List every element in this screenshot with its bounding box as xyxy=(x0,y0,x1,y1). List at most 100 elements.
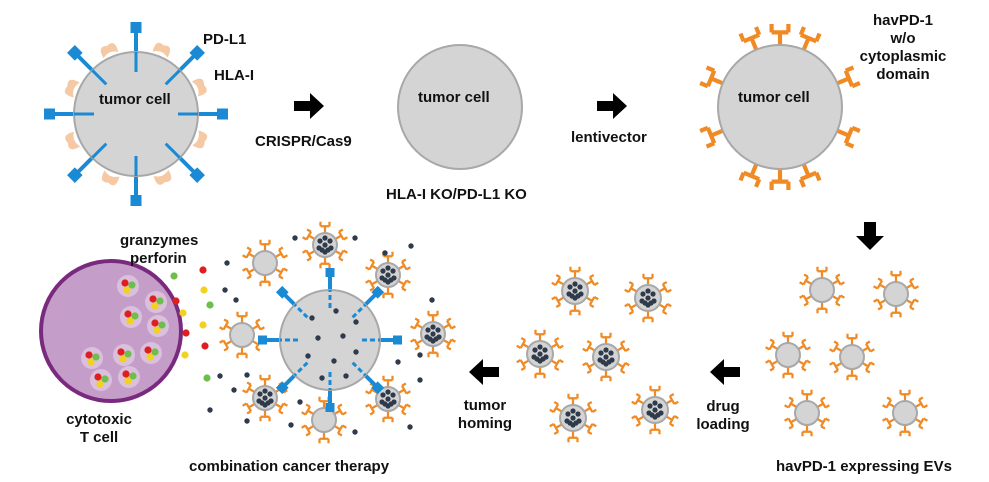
ev-group-empty xyxy=(765,266,928,437)
havpd1-receptor xyxy=(699,125,725,149)
havpd1-receptor xyxy=(567,430,579,443)
vesicle-halo xyxy=(113,344,135,366)
granule-cluster xyxy=(117,275,139,297)
granzyme-granule xyxy=(124,310,132,318)
released-granule xyxy=(201,342,209,350)
havpd1-receptor xyxy=(301,424,316,437)
drug-payload-dot xyxy=(598,350,604,356)
havpd1-label-4: domain xyxy=(876,66,930,83)
havpd1-receptor xyxy=(441,317,456,330)
internal-drug-dot xyxy=(343,373,349,379)
crispr-label: CRISPR/Cas9 xyxy=(255,133,352,150)
havpd1-receptor xyxy=(615,340,630,352)
havpd1-receptor xyxy=(860,340,875,353)
free-drug-dot xyxy=(297,399,303,405)
havpd1-receptor xyxy=(259,374,271,387)
ev-body xyxy=(775,342,801,368)
pdl1-inner-stalk xyxy=(351,361,367,377)
drug-payload-dot xyxy=(652,400,658,406)
drug-payload-dot xyxy=(390,268,396,274)
free-drug-dot xyxy=(217,373,223,379)
granule-cluster xyxy=(113,344,135,366)
vesicle-halo xyxy=(147,315,169,337)
drug-payload-dot xyxy=(570,408,576,414)
drug-payload-dot xyxy=(325,247,331,253)
drug-payload-dot xyxy=(657,403,663,409)
ev-empty xyxy=(873,270,919,318)
hla-molecule xyxy=(65,131,81,150)
havpd1-receptor xyxy=(549,401,564,413)
drug-payload-dot xyxy=(385,272,391,278)
havpd1-receptor xyxy=(365,382,380,395)
havpd1-receptor xyxy=(899,424,911,437)
havpd1-receptor xyxy=(396,382,411,395)
internal-drug-dot xyxy=(353,319,359,325)
havpd1-receptor xyxy=(318,396,330,409)
tumor-homing-label-2: homing xyxy=(457,415,513,432)
free-drug-dot xyxy=(395,359,401,365)
granule-cluster xyxy=(140,342,162,364)
drug-payload-dot xyxy=(319,247,325,253)
havpd1-receptor xyxy=(410,338,425,351)
havpd1-receptor xyxy=(332,403,347,416)
drug-payload-dot xyxy=(327,238,333,244)
drug-payload-dot xyxy=(537,344,543,350)
havpd1-receptor xyxy=(382,251,394,264)
pdl1-inner-stalk xyxy=(91,69,108,86)
havpd1-receptor xyxy=(816,301,828,314)
drug-payload-dot xyxy=(267,391,273,397)
granule-cluster xyxy=(81,347,103,369)
granzyme-granule xyxy=(94,373,102,381)
released-granule xyxy=(179,309,187,317)
drug-payload-dot xyxy=(652,407,658,413)
ev-at-tumor xyxy=(410,310,456,358)
havpd1-receptor xyxy=(830,273,845,286)
ev-loaded xyxy=(624,273,672,323)
free-drug-dot xyxy=(408,243,414,249)
ev-loaded xyxy=(549,393,597,443)
released-granule xyxy=(203,374,211,382)
drug-payload-dot xyxy=(262,395,268,401)
havpd1-receptor xyxy=(302,249,317,262)
havpd1-receptor xyxy=(302,228,317,241)
havpd1-label-1: havPD-1 xyxy=(872,12,934,29)
havpd1-receptor xyxy=(765,359,780,372)
drug-payload-dot xyxy=(265,400,271,406)
free-drug-dot xyxy=(417,352,423,358)
drug-payload-dot xyxy=(645,288,651,294)
havpd1-receptor xyxy=(273,402,288,415)
granule-yellow xyxy=(146,353,154,361)
tumor-homing-label-1: tumor xyxy=(463,397,507,414)
havpd1-receptor xyxy=(816,266,828,279)
havpd1-receptor xyxy=(584,296,599,308)
granule-yellow xyxy=(124,377,132,385)
havpd1-receptor xyxy=(242,246,257,259)
havpd1-receptor xyxy=(242,402,257,415)
havpd1-receptor xyxy=(549,423,564,435)
havpd1-receptor xyxy=(516,337,531,349)
free-drug-dot xyxy=(231,387,237,393)
granule-yellow xyxy=(126,317,134,325)
drug-loading-label-2: loading xyxy=(696,416,750,433)
perforin-granule xyxy=(124,350,132,358)
released-granule xyxy=(206,301,214,309)
free-drug-dot xyxy=(352,429,358,435)
ev-body xyxy=(809,277,835,303)
drug-payload-dot xyxy=(322,242,328,248)
free-drug-dot xyxy=(288,422,294,428)
havpd1-receptor xyxy=(582,423,597,435)
havpd1-receptor xyxy=(534,366,546,379)
granzyme-granule xyxy=(121,279,129,287)
havpd1-receptor xyxy=(830,294,845,307)
pdl1-inner-stalk xyxy=(293,361,309,377)
drug-payload-dot xyxy=(648,300,654,306)
havpd1-receptor xyxy=(796,359,811,372)
right-arrow-icon xyxy=(597,93,627,119)
havpd1-receptor xyxy=(333,228,348,241)
evs-label: havPD-1 expressing EVs xyxy=(776,458,952,475)
havpd1-receptor xyxy=(664,393,679,405)
granzyme-granule xyxy=(122,370,130,378)
havpd1-receptor xyxy=(569,266,581,279)
havpd1-receptor xyxy=(365,279,380,292)
havpd1-receptor xyxy=(769,24,791,46)
